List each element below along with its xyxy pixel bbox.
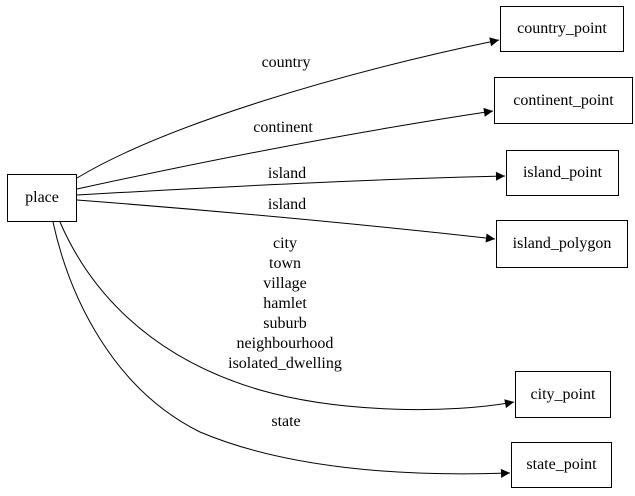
edge-place-state_point: [52, 221, 511, 478]
node-city-point-label: city_point: [530, 385, 596, 403]
edge-label-continent: continent: [253, 119, 313, 136]
edge-place-island_point: [76, 171, 506, 196]
node-island-polygon: island_polygon: [496, 220, 628, 268]
edge-label-isolated-dwelling: isolated_dwelling: [228, 355, 342, 372]
edge-label-hamlet: hamlet: [263, 295, 307, 312]
edge-label-state: state: [271, 413, 301, 430]
edge-place-country_point: [76, 37, 500, 179]
node-city-point: city_point: [515, 371, 611, 418]
edge-label-island-point: island: [267, 165, 307, 182]
node-island-polygon-label: island_polygon: [512, 235, 612, 252]
edge-place-continent_point: [76, 107, 494, 190]
node-island-point: island_point: [506, 150, 619, 196]
edge-place-island_polygon: [76, 199, 496, 243]
edge-label-neighbourhood: neighbourhood: [236, 335, 334, 352]
node-continent-point-label: continent_point: [513, 91, 614, 109]
node-state-point: state_point: [511, 442, 612, 488]
node-place: place: [7, 174, 77, 222]
edge-label-village: village: [263, 275, 307, 292]
node-island-point-label: island_point: [522, 164, 603, 181]
node-country-point: country_point: [500, 6, 624, 52]
edge-label-town: town: [268, 255, 301, 272]
edge-label-country: country: [261, 54, 311, 71]
edge-label-city: city: [272, 235, 297, 252]
edge-label-island-polygon: island: [267, 196, 307, 213]
node-place-label: place: [25, 189, 59, 206]
node-continent-point: continent_point: [494, 77, 633, 124]
edge-label-suburb: suburb: [263, 315, 307, 332]
edge-label-city-group: city town village hamlet suburb neighbou…: [228, 234, 342, 374]
node-state-point-label: state_point: [526, 456, 597, 473]
edge-place-city_point: [59, 221, 515, 411]
node-country-point-label: country_point: [517, 20, 607, 37]
